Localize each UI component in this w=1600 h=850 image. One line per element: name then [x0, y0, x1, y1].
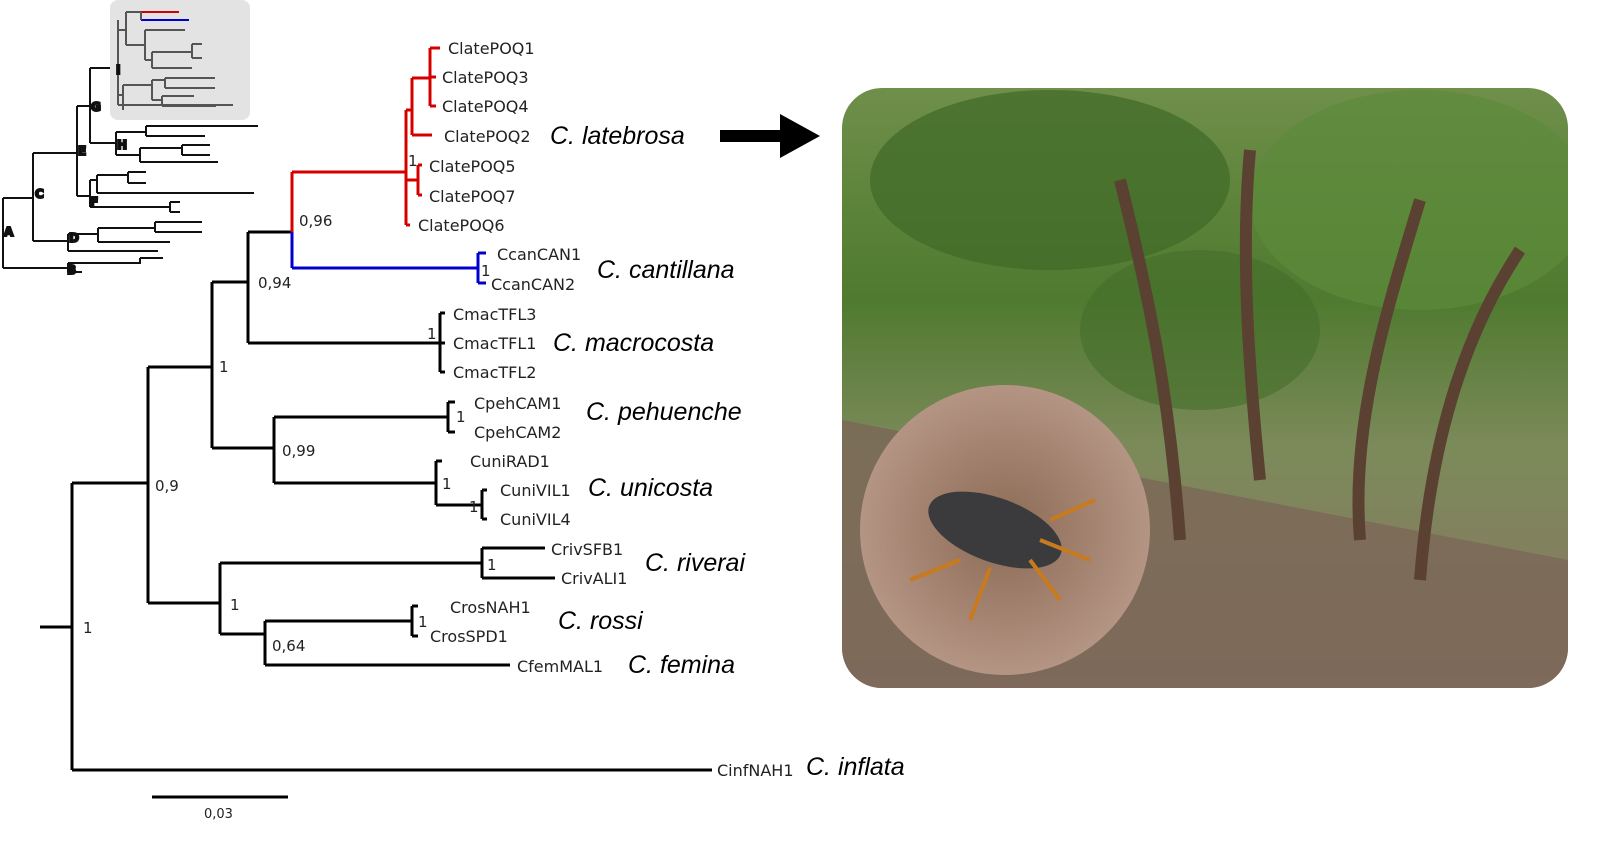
- support-values: 1 0,9 1 0,94 0,96 1 1 1 0,99 1 1 1 1 1 0…: [83, 152, 497, 655]
- inset-node-label: C: [35, 187, 44, 201]
- tip-label: ClatePOQ5: [429, 157, 516, 176]
- tip-label: CmacTFL3: [453, 305, 536, 324]
- tip-label: CinfNAH1: [717, 761, 794, 780]
- tip-label: CuniVIL1: [500, 481, 571, 500]
- support-value: 1: [418, 613, 428, 631]
- tip-label: ClatePOQ4: [442, 97, 529, 116]
- inset-node-label: A: [4, 225, 14, 239]
- species-label: C. unicosta: [588, 474, 713, 502]
- support-value: 0,96: [299, 212, 332, 230]
- support-value: 1: [83, 619, 93, 637]
- tip-label: CfemMAL1: [517, 657, 603, 676]
- tip-label: CmacTFL2: [453, 363, 536, 382]
- tip-label: CpehCAM1: [474, 394, 561, 413]
- tip-label: CrosSPD1: [430, 627, 508, 646]
- species-label: C. rossi: [558, 607, 644, 635]
- species-label: C. pehuenche: [586, 398, 742, 426]
- species-label: C. femina: [628, 651, 735, 679]
- support-value: 0,9: [155, 477, 179, 495]
- species-label: C. riverai: [645, 549, 746, 577]
- inset-tree: A B C D E F G H I: [2, 0, 258, 278]
- species-label: C. inflata: [806, 753, 905, 781]
- support-value: 0,99: [282, 442, 315, 460]
- inset-node-label: B: [67, 263, 76, 277]
- habitat-photo: [842, 88, 1568, 688]
- tip-label: ClatePOQ3: [442, 68, 529, 87]
- tip-label: CmacTFL1: [453, 334, 536, 353]
- support-value: 1: [481, 262, 491, 280]
- support-value: 1: [442, 475, 452, 493]
- inset-node-label: H: [117, 138, 127, 152]
- tip-labels: ClatePOQ1 ClatePOQ3 ClatePOQ4 ClatePOQ2 …: [418, 39, 794, 780]
- support-value: 1: [469, 498, 479, 516]
- tip-label: CrosNAH1: [450, 598, 531, 617]
- beetle-icon: [928, 491, 1062, 569]
- inset-highlight-box: [110, 0, 250, 120]
- species-label: C. latebrosa: [550, 122, 685, 150]
- inset-node-label: E: [78, 144, 86, 158]
- tip-label: ClatePOQ1: [448, 39, 535, 58]
- tip-label: CrivALI1: [561, 569, 627, 588]
- tip-label: CpehCAM2: [474, 423, 561, 442]
- tip-label: CcanCAN2: [491, 275, 575, 294]
- inset-node-label: D: [69, 231, 79, 245]
- tip-label: CuniRAD1: [470, 452, 550, 471]
- main-tree-branches: [40, 46, 712, 799]
- latebrosa-clade-branches: [290, 46, 440, 232]
- support-value: 0,64: [272, 637, 305, 655]
- support-value: 1: [408, 152, 418, 170]
- support-value: 1: [427, 325, 437, 343]
- arrow-icon: [720, 114, 820, 158]
- inset-node-label: F: [90, 195, 98, 209]
- inset-node-label: G: [91, 100, 101, 114]
- support-value: 1: [219, 358, 229, 376]
- support-value: 1: [230, 596, 240, 614]
- species-labels: C. latebrosa C. cantillana C. macrocosta…: [550, 122, 905, 781]
- tip-label: CuniVIL4: [500, 510, 571, 529]
- inset-node-label: I: [116, 63, 120, 77]
- species-label: C. cantillana: [597, 256, 735, 284]
- tip-label: ClatePOQ2: [444, 127, 531, 146]
- support-value: 1: [456, 408, 466, 426]
- tip-label: ClatePOQ6: [418, 216, 505, 235]
- scale-bar-label: 0,03: [204, 807, 233, 822]
- tip-label: ClatePOQ7: [429, 187, 516, 206]
- tip-label: CrivSFB1: [551, 540, 623, 559]
- species-label: C. macrocosta: [553, 329, 714, 357]
- support-value: 1: [487, 556, 497, 574]
- cantillana-clade-branches: [290, 232, 486, 285]
- tip-label: CcanCAN1: [497, 245, 581, 264]
- support-value: 0,94: [258, 274, 291, 292]
